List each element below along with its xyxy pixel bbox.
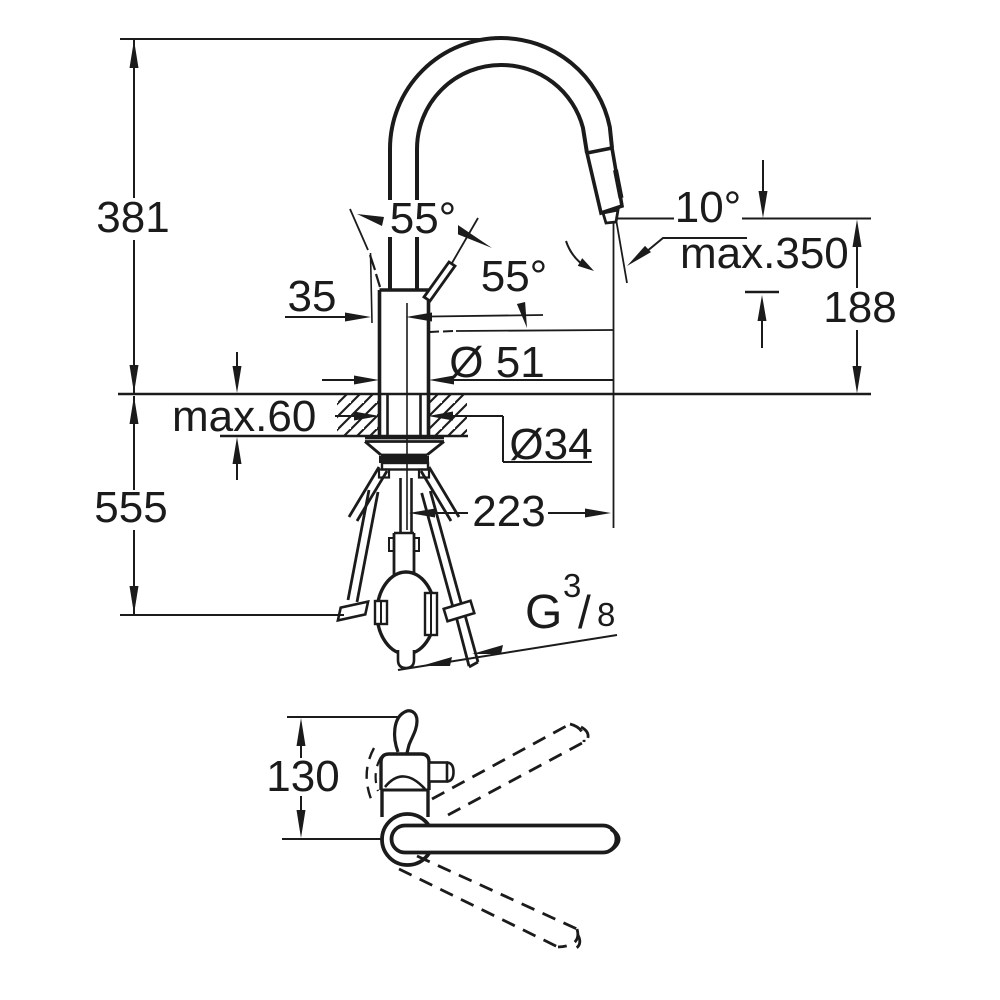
thread-slash: / (578, 586, 591, 638)
mounting-assembly (336, 436, 480, 670)
label-55-left: 55° (390, 194, 457, 243)
right-hose-nut (442, 599, 476, 623)
left-hose-nut (336, 599, 370, 623)
thread-numerator: 3 (563, 567, 581, 604)
rubber-washer (379, 456, 429, 463)
label-35: 35 (288, 272, 337, 321)
label-55-right: 55° (481, 252, 548, 301)
weight-hook (396, 650, 416, 670)
label-max60: max.60 (172, 392, 316, 441)
label-10deg: 10° (675, 183, 742, 232)
left-supply-hose (336, 489, 380, 623)
label-backgrounds (100, 196, 893, 796)
thread-denominator: 8 (597, 596, 615, 633)
dimension-lines (120, 38, 871, 671)
lever-top (392, 709, 419, 754)
label-188: 188 (823, 283, 896, 332)
spout-arm-top (389, 823, 619, 855)
label-555: 555 (94, 483, 167, 532)
hose-weight (373, 531, 439, 670)
label-130: 130 (266, 752, 339, 801)
lever-knob-top (427, 761, 449, 783)
label-thread-g38: G 3 / 8 (525, 567, 615, 639)
faucet-top-view (282, 709, 621, 953)
label-381: 381 (96, 193, 169, 242)
thread-letter: G (525, 586, 562, 639)
dimension-labels: 381 555 max.60 35 55° 55° Ø 51 Ø34 10° m… (94, 183, 896, 801)
label-dia51: Ø 51 (449, 338, 544, 387)
spray-head (584, 145, 625, 216)
label-dia34: Ø34 (509, 420, 592, 469)
swivel-ghost-arms (398, 722, 590, 953)
lever-side (422, 260, 457, 303)
label-223: 223 (472, 487, 545, 536)
label-max350: max.350 (680, 229, 849, 278)
